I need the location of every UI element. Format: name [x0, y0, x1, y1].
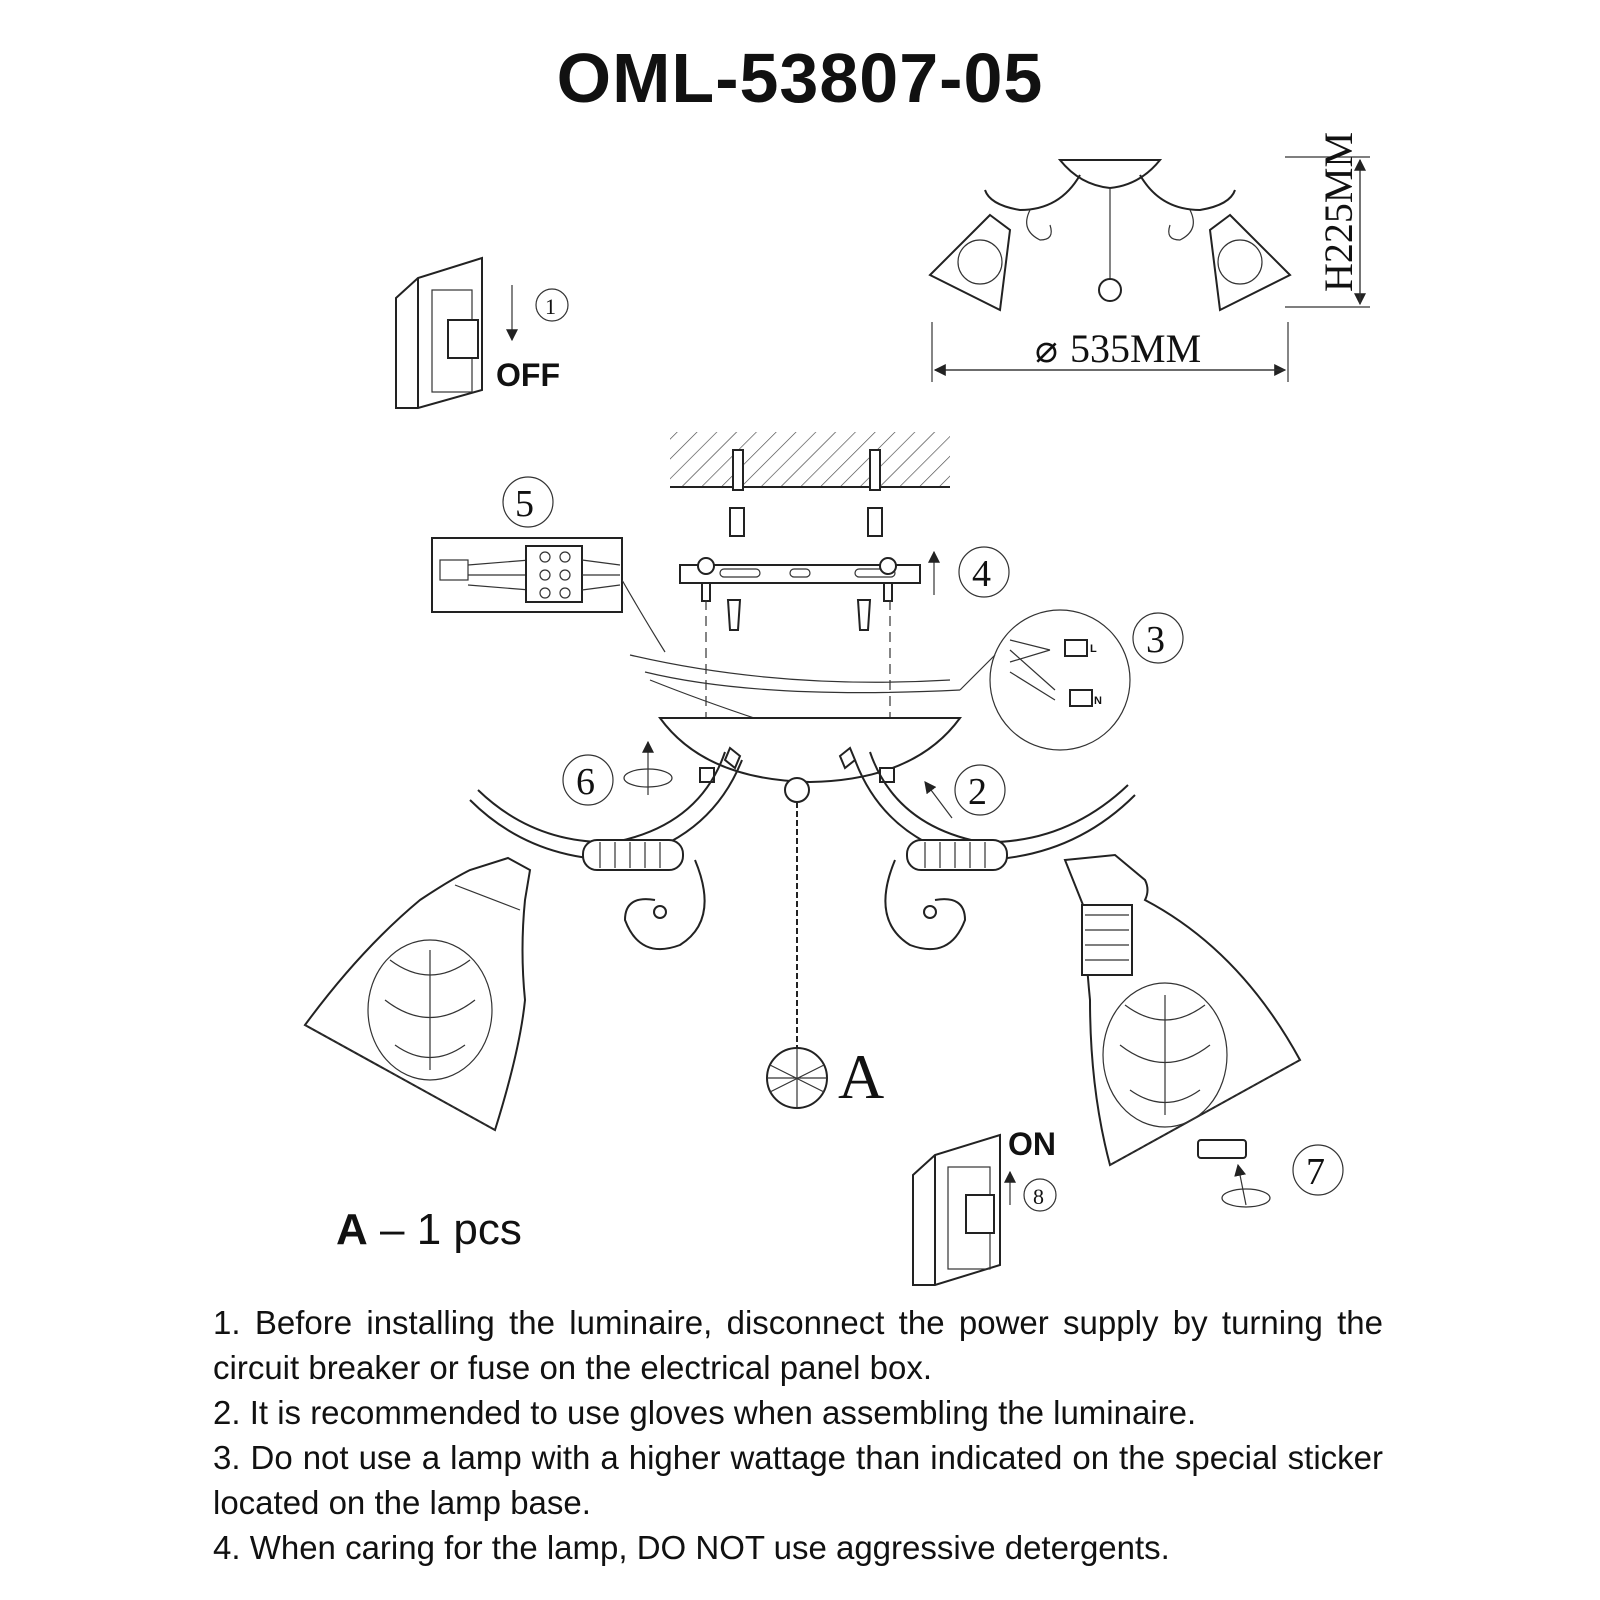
- parts-list-letter: A: [336, 1205, 368, 1254]
- on-label: ON: [1008, 1126, 1056, 1162]
- note-3: 3. Do not use a lamp with a higher watta…: [213, 1439, 1383, 1521]
- switch-off-illustration: 1 OFF: [395, 256, 569, 409]
- neutral-wire-label: N: [1094, 695, 1102, 707]
- note-2: 2. It is recommended to use gloves when …: [213, 1394, 1197, 1431]
- instruction-notes: 1. Before installing the luminaire, disc…: [213, 1300, 1383, 1570]
- off-label: OFF: [496, 357, 560, 393]
- step-8-number: 8: [1033, 1184, 1044, 1209]
- step-6-number: 6: [576, 761, 595, 803]
- note-1: 1. Before installing the luminaire, disc…: [213, 1304, 1383, 1386]
- main-lamp-drawing: A: [303, 717, 1302, 1167]
- terminal-block-inset: 5: [431, 476, 666, 653]
- diameter-label: 535MM: [1070, 326, 1201, 371]
- step-7-number: 7: [1306, 1151, 1325, 1193]
- part-a-label: A: [838, 1041, 884, 1112]
- step-7-marker: 7: [1197, 1139, 1344, 1208]
- diameter-dimension: ⌀ 535MM: [931, 322, 1289, 382]
- wiring: L N 3: [629, 609, 1184, 751]
- step-1-number: 1: [545, 294, 556, 319]
- diameter-symbol: ⌀: [1035, 329, 1058, 371]
- assembly-diagram: H225MM ⌀ 535MM 1 OFF 5: [303, 132, 1370, 1286]
- step-6-marker: 6: [562, 740, 673, 806]
- parts-list: A – 1 pcs: [336, 1205, 522, 1255]
- step-2-marker: 2: [924, 764, 1006, 819]
- ceiling: [670, 432, 950, 537]
- step-5-number: 5: [515, 483, 534, 525]
- product-model-title: OML-53807-05: [556, 39, 1044, 117]
- parts-list-text: – 1 pcs: [367, 1205, 522, 1254]
- step-3-number: 3: [1146, 619, 1165, 661]
- height-label: H225MM: [1316, 132, 1361, 292]
- step-2-number: 2: [968, 771, 987, 813]
- step-4-number: 4: [972, 553, 991, 595]
- live-wire-label: L: [1090, 643, 1097, 655]
- overview-lamp-drawing: [928, 159, 1292, 312]
- switch-on-illustration: 8 ON: [912, 1126, 1057, 1286]
- height-dimension: H225MM: [1285, 132, 1370, 308]
- mounting-plate: 4: [679, 546, 1010, 760]
- note-4: 4. When caring for the lamp, DO NOT use …: [213, 1529, 1170, 1566]
